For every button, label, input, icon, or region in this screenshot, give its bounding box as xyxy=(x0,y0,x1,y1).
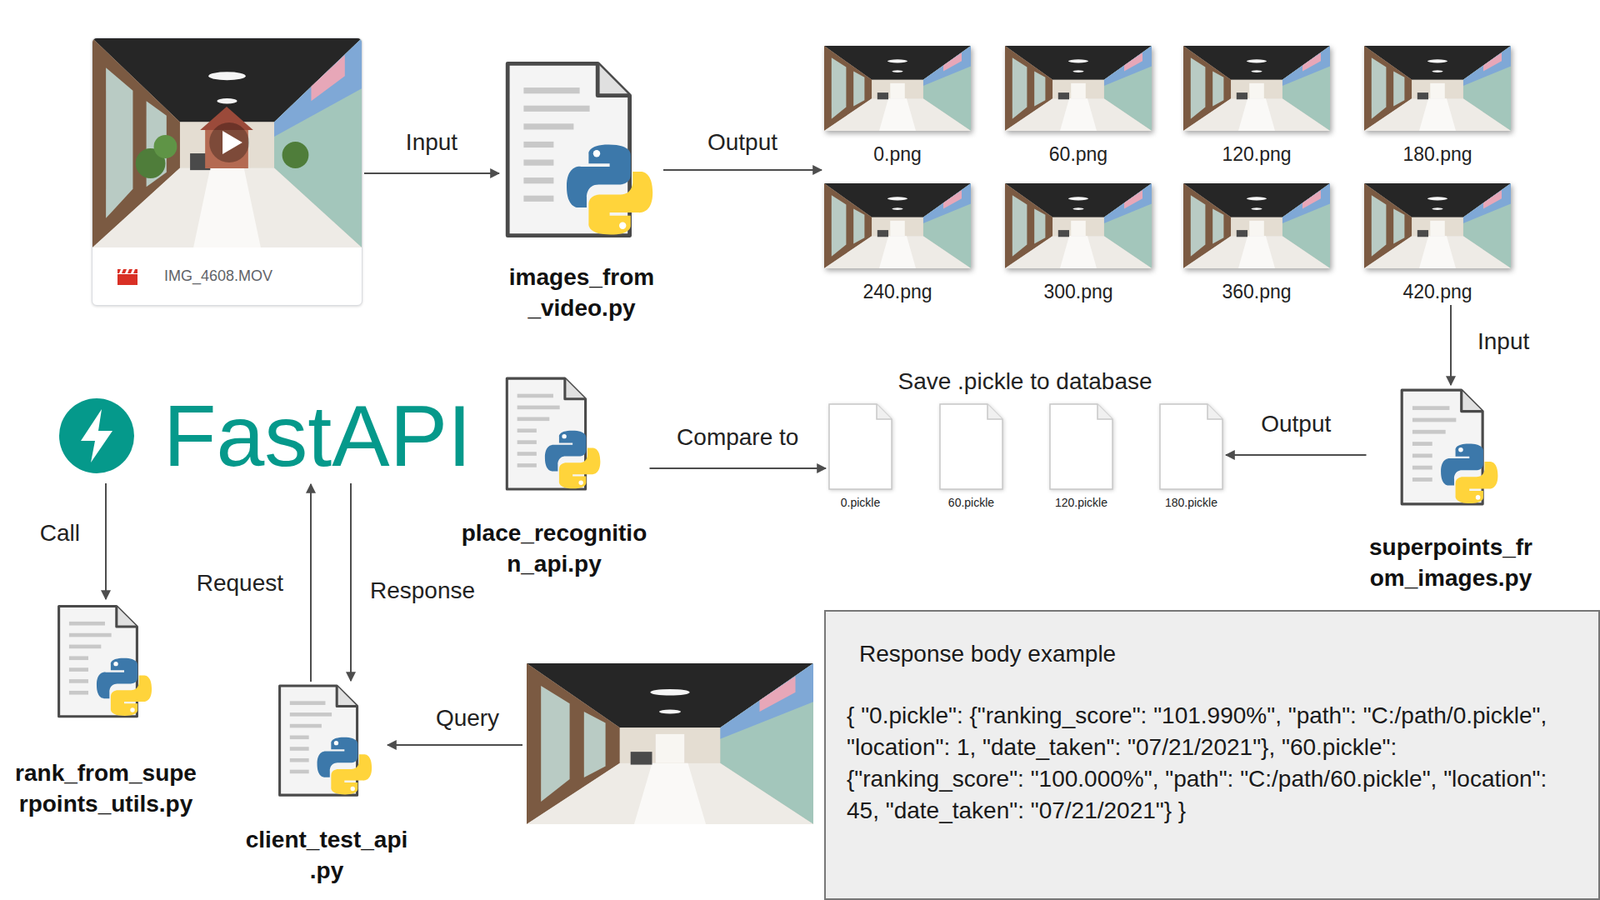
frame-image: 120.png xyxy=(1183,45,1330,166)
python-script: client_test_api .py xyxy=(245,683,410,886)
script-name: images_from _video.py xyxy=(509,261,655,324)
python-file-icon xyxy=(55,601,158,725)
label-anchor: Compare to xyxy=(674,423,801,452)
arrow-label: Query xyxy=(433,704,502,733)
frame-picture xyxy=(1005,183,1152,269)
python-file-icon xyxy=(501,59,662,245)
file-page xyxy=(1159,403,1224,490)
python-script: images_from _video.py xyxy=(501,59,662,324)
frame-name: 360.png xyxy=(1183,280,1330,304)
file-page xyxy=(939,403,1004,490)
frame-image: 240.png xyxy=(824,183,971,304)
edge-label: Input xyxy=(403,128,460,157)
frame-image: 420.png xyxy=(1364,183,1511,304)
connector-arrow xyxy=(1225,454,1367,456)
video-file-card: IMG_4608.MOV xyxy=(91,37,363,306)
pickle-file: 120.pickle xyxy=(1049,403,1114,510)
frame-name: 120.png xyxy=(1183,142,1330,166)
label-anchor: Output xyxy=(705,128,780,157)
python-file-icon xyxy=(1397,387,1505,510)
file-page xyxy=(1049,403,1114,490)
fastapi-icon xyxy=(58,397,135,475)
file-name: 180.pickle xyxy=(1159,495,1224,510)
connector-arrow xyxy=(310,484,312,682)
frame-picture xyxy=(824,45,971,131)
python-script: superpoints_fr om_images.py xyxy=(1368,387,1535,594)
panel-text: Response body example xyxy=(859,638,1574,670)
edge-label: Output xyxy=(1258,410,1334,439)
script-name: rank_from_supe rpoints_utils.py xyxy=(15,757,197,820)
frame-name: 60.png xyxy=(1005,142,1152,166)
frame-image: 0.png xyxy=(824,45,971,166)
frame-picture xyxy=(824,183,971,269)
connector-arrow xyxy=(1450,305,1452,385)
edge-label: Request xyxy=(194,569,286,598)
frame-image: 180.png xyxy=(1364,45,1511,166)
label-anchor: Request xyxy=(194,569,286,598)
label-anchor: Input xyxy=(403,128,460,157)
connector-arrow xyxy=(650,467,827,470)
python-file-icon xyxy=(274,683,380,801)
label-anchor: Output xyxy=(1258,410,1334,439)
frame-image: 300.png xyxy=(1005,183,1152,304)
fastapi-logo: FastAPI xyxy=(58,390,472,482)
label-anchor: Input xyxy=(1475,327,1532,356)
file-page xyxy=(828,403,893,490)
label-anchor: Call xyxy=(37,519,83,548)
label-anchor: Save .pickle to database xyxy=(895,367,1155,396)
frame-name: 0.png xyxy=(824,142,971,166)
frame-picture xyxy=(1364,183,1511,269)
frame-picture xyxy=(1183,183,1330,269)
script-name: superpoints_fr om_images.py xyxy=(1369,531,1533,594)
python-script: rank_from_supe rpoints_utils.py xyxy=(14,601,198,820)
edge-label: Response xyxy=(367,576,478,605)
file-name: 60.pickle xyxy=(939,495,1004,510)
frame-image: 60.png xyxy=(1005,45,1152,166)
connector-arrow xyxy=(663,169,822,171)
edge-label: Compare to xyxy=(674,423,801,452)
response-panel: Response body example { "0.pickle": {"ran… xyxy=(824,610,1600,900)
edge-label: Output xyxy=(705,128,780,157)
label-anchor: Query xyxy=(433,704,502,733)
connector-arrow xyxy=(364,172,500,175)
query-photo xyxy=(526,663,814,825)
pickle-file: 60.pickle xyxy=(939,403,1004,510)
panel-text: { "0.pickle": {"ranking_score": "101.990… xyxy=(846,700,1574,827)
query-arrow xyxy=(387,744,523,746)
file-name: 120.pickle xyxy=(1049,495,1114,510)
file-name: 0.pickle xyxy=(828,495,893,510)
frame-name: 420.png xyxy=(1364,280,1511,304)
video-thumbnail xyxy=(92,38,362,248)
edge-label: Input xyxy=(1475,327,1532,356)
edge-label: Call xyxy=(37,519,83,548)
section-label: Save .pickle to database xyxy=(895,367,1155,396)
python-script: place_recognitio n_api.py xyxy=(460,375,649,580)
connector-arrow xyxy=(350,483,352,681)
script-name: place_recognitio n_api.py xyxy=(461,517,648,580)
label-anchor: Response xyxy=(367,576,478,605)
file-name: IMG_4608.MOV xyxy=(164,267,273,285)
frame-picture xyxy=(1183,45,1330,131)
frame-picture xyxy=(1364,45,1511,131)
video-file-icon xyxy=(117,268,138,285)
pickle-file: 0.pickle xyxy=(828,403,893,510)
pickle-file: 180.pickle xyxy=(1159,403,1224,510)
script-name: client_test_api .py xyxy=(245,824,409,886)
frame-name: 180.png xyxy=(1364,142,1511,166)
python-file-icon xyxy=(502,375,607,495)
logo-text: FastAPI xyxy=(163,390,472,482)
frame-picture xyxy=(1005,45,1152,131)
connector-arrow xyxy=(105,483,107,600)
frame-image: 360.png xyxy=(1183,183,1330,304)
frame-name: 300.png xyxy=(1005,280,1152,304)
frame-name: 240.png xyxy=(824,280,971,304)
file-row: IMG_4608.MOV xyxy=(92,247,362,305)
